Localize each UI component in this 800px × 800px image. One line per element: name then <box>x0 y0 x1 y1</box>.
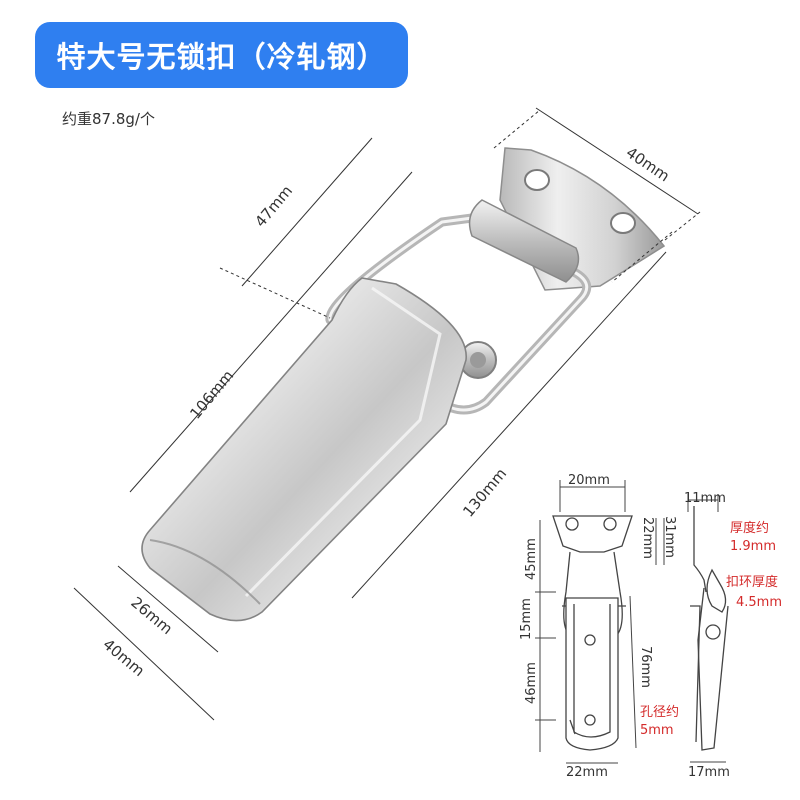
note-thickness: 厚度约 1.9mm <box>730 520 776 554</box>
note-ring-thickness: 扣环厚度 4.5mm <box>726 574 782 610</box>
dim-top-width: 40mm <box>623 143 673 185</box>
front-dim-loop-height: 45mm <box>524 538 539 580</box>
front-drawing-dims <box>535 480 665 764</box>
screw-hole-icon <box>610 212 636 234</box>
front-drawing <box>552 515 633 751</box>
dim-upper-length: 47mm <box>251 182 296 231</box>
product-title: 特大号无锁扣（冷轧钢） <box>56 40 387 74</box>
svg-text:5mm: 5mm <box>640 723 674 738</box>
front-dim-plate-a: 22mm <box>640 517 655 559</box>
svg-text:4.5mm: 4.5mm <box>736 595 782 610</box>
screw-hole-icon <box>524 169 550 191</box>
dim-bottom-outer-width: 40mm <box>99 635 148 680</box>
dim-bottom-inner-width: 26mm <box>127 593 176 638</box>
latch-handle <box>141 277 467 622</box>
front-dim-bottom-width: 22mm <box>566 765 608 780</box>
side-drawing-dims <box>687 494 726 763</box>
front-dim-body-height: 76mm <box>638 646 653 688</box>
front-dim-gap-height: 15mm <box>519 598 534 640</box>
svg-text:1.9mm: 1.9mm <box>730 539 776 554</box>
dim-body-length: 106mm <box>186 367 237 423</box>
main-dimensions <box>73 107 701 721</box>
title-banner: 特大号无锁扣（冷轧钢） <box>35 22 408 88</box>
side-drawing <box>690 506 729 751</box>
front-dim-top-width: 20mm <box>568 473 610 488</box>
side-dim-top-width: 11mm <box>684 491 726 506</box>
front-dim-lower-height: 46mm <box>524 662 539 704</box>
latch-photo <box>141 147 666 622</box>
side-dim-bottom-width: 17mm <box>688 765 730 780</box>
hinge-barrel <box>468 199 580 283</box>
svg-text:厚度约: 厚度约 <box>730 520 769 536</box>
svg-text:孔径约: 孔径约 <box>640 705 679 720</box>
dim-total-length: 130mm <box>459 465 510 521</box>
weight-note: 约重87.8g/个 <box>62 110 155 128</box>
svg-text:扣环厚度: 扣环厚度 <box>726 574 778 590</box>
note-hole-diameter: 孔径约 5mm <box>640 705 679 738</box>
front-dim-plate-b: 31mm <box>662 516 677 558</box>
